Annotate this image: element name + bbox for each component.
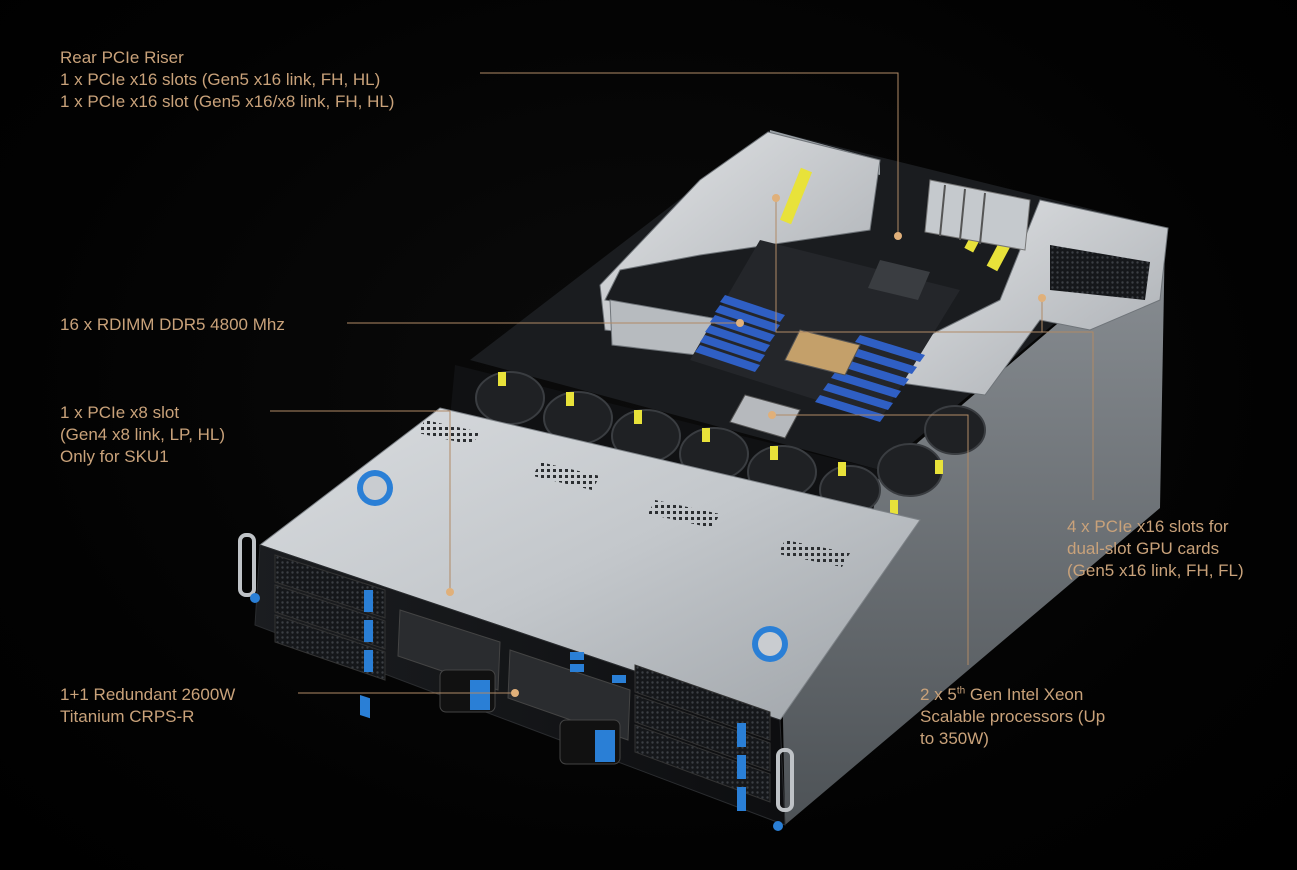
chassis-right-side — [780, 232, 1165, 825]
callout-line: to 350W) — [920, 729, 989, 748]
callout-line: 1 x PCIe x16 slot (Gen5 x16/x8 link, FH,… — [60, 92, 395, 111]
drive-release-2 — [364, 620, 373, 642]
lid-latch-button-1 — [357, 470, 393, 506]
callout-cpu: 2 x 5th Gen Intel Xeon Scalable processo… — [920, 684, 1105, 750]
callout-psu: 1+1 Redundant 2600W Titanium CRPS-R — [60, 684, 235, 728]
gpu-shroud-right — [878, 199, 1169, 396]
drive-bays-right — [634, 664, 771, 803]
callout-line: 1 x PCIe x16 slots (Gen5 x16 link, FH, H… — [60, 70, 381, 89]
yellow-tab-1 — [779, 167, 813, 225]
lid-vent-4 — [778, 540, 850, 567]
callout-line: Only for SKU1 — [60, 447, 169, 466]
rear-pcie-brackets — [924, 179, 1031, 251]
callout-line: Scalable processors (Up — [920, 707, 1106, 726]
callout-line: 1+1 Redundant 2600W — [60, 685, 236, 704]
front-handle-left — [238, 533, 256, 597]
callout-line: (Gen5 x16 link, FH, FL) — [1067, 561, 1244, 580]
fan-array-right — [877, 405, 986, 497]
leader-dots — [446, 194, 1046, 697]
callout-gpu-slots: 4 x PCIe x16 slots for dual-slot GPU car… — [1067, 516, 1244, 582]
lid-latch-button-2 — [752, 626, 788, 662]
front-handle-right — [776, 748, 794, 812]
drive-release-4 — [737, 723, 746, 747]
psu-1 — [397, 609, 501, 713]
lid-vent-2 — [533, 462, 600, 490]
callout-line: 4 x PCIe x16 slots for — [1067, 517, 1229, 536]
gpu-shroud-right-mesh — [1050, 245, 1150, 300]
cpu-socket-2 — [729, 394, 801, 439]
callout-pcie-x8: 1 x PCIe x8 slot (Gen4 x8 link, LP, HL) … — [60, 402, 225, 468]
callout-line: 16 x RDIMM DDR5 4800 Mhz — [60, 315, 285, 334]
fan-yellow-tabs — [498, 372, 846, 476]
drive-release-3 — [364, 650, 373, 672]
callout-line: dual-slot GPU cards — [1067, 539, 1220, 558]
callout-line: Rear PCIe Riser — [60, 48, 184, 67]
leader-pcie-x8 — [270, 410, 451, 592]
dimm-banks — [695, 295, 925, 422]
drive-release-5 — [737, 755, 746, 779]
callout-line: Titanium CRPS-R — [60, 707, 195, 726]
callout-dimm: 16 x RDIMM DDR5 4800 Mhz — [60, 314, 285, 336]
cpu-count-text: 2 x 5 — [920, 685, 957, 704]
callout-line-cpu-first: 2 x 5th Gen Intel Xeon — [920, 684, 1105, 706]
leader-gpu — [775, 198, 1094, 500]
fan-array — [475, 371, 881, 515]
callout-line: 1 x PCIe x8 slot — [60, 403, 180, 422]
drive-release-1 — [364, 590, 373, 612]
drive-release-6 — [737, 787, 746, 811]
ordinal-suffix: th — [956, 685, 966, 697]
callout-line: (Gen4 x8 link, LP, HL) — [60, 425, 226, 444]
lid-vent-3 — [648, 500, 720, 528]
leader-lines — [270, 72, 1094, 694]
psu-2 — [507, 649, 631, 765]
cpu-gen-text: Gen Intel Xeon — [965, 685, 1084, 704]
lid-vent-1 — [418, 420, 480, 445]
drive-bays-left — [274, 554, 386, 719]
chipset-heatsink — [868, 260, 930, 300]
leader-rear-riser — [480, 72, 899, 236]
cpu-socket-1 — [784, 329, 861, 376]
leader-cpu — [772, 414, 969, 665]
callout-rear-pcie-riser: Rear PCIe Riser 1 x PCIe x16 slots (Gen5… — [60, 47, 394, 113]
